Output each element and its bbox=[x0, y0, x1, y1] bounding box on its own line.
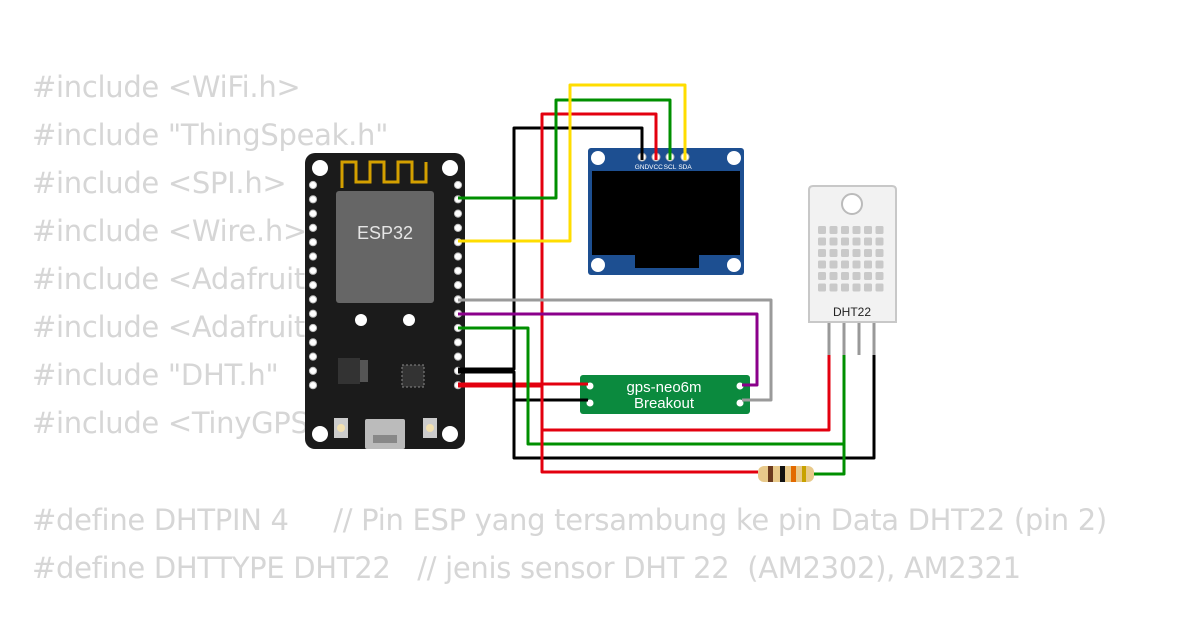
dht22-vent bbox=[875, 260, 884, 269]
dht22-vent bbox=[875, 249, 884, 257]
dht22-vent bbox=[864, 283, 872, 292]
esp32-pin bbox=[308, 195, 318, 204]
esp32-pins-right bbox=[453, 180, 463, 390]
esp32-pin bbox=[308, 266, 318, 275]
wire-oled-scl bbox=[458, 98, 672, 200]
wire-gps-gnd bbox=[458, 370, 588, 402]
esp32-label: ESP32 bbox=[357, 223, 413, 243]
dht22-vent bbox=[875, 237, 884, 246]
code-line-1: #include <WiFi.h> bbox=[32, 70, 301, 104]
esp32-pin bbox=[453, 266, 463, 275]
dht22-vent bbox=[841, 237, 849, 246]
dht22-vent bbox=[829, 237, 838, 246]
esp32-pin bbox=[453, 209, 463, 218]
dht22-vent bbox=[818, 260, 826, 269]
code-line-2: #include "ThingSpeak.h" bbox=[32, 118, 389, 152]
gps-label-line1: gps-neo6m bbox=[626, 379, 701, 396]
esp32-pin bbox=[308, 381, 318, 390]
esp32-pins-left bbox=[308, 180, 318, 390]
esp32-pin bbox=[308, 223, 318, 232]
dht22-vent bbox=[841, 249, 849, 257]
dht22-vent bbox=[841, 272, 849, 280]
gps-label-line2: Breakout bbox=[634, 395, 695, 412]
code-line-5: #include <Adafruit bbox=[32, 262, 305, 296]
dht22-vent bbox=[818, 237, 826, 246]
code-line-6: #include <Adafruit bbox=[32, 310, 305, 344]
dht22-vent bbox=[841, 260, 849, 269]
dht22-vent bbox=[818, 283, 826, 292]
dht22-vent bbox=[829, 272, 838, 280]
esp32-pin bbox=[453, 223, 463, 232]
oled-pin-label: SDA bbox=[678, 164, 692, 171]
dht22-vent bbox=[852, 249, 861, 257]
esp32-pin bbox=[308, 323, 318, 333]
dht22-vent bbox=[852, 272, 861, 280]
dht22-vent bbox=[829, 260, 838, 269]
dht22-vent bbox=[852, 260, 861, 269]
dht22-vent bbox=[818, 272, 826, 280]
esp32-pin bbox=[308, 209, 318, 218]
define-line-1: #define DHTPIN 4 // Pin ESP yang tersamb… bbox=[32, 503, 1107, 537]
wire-dht-vcc bbox=[540, 355, 831, 432]
wire-resistor-data bbox=[814, 444, 846, 476]
define-line-2: #define DHTTYPE DHT22 // jenis sensor DH… bbox=[32, 551, 1021, 585]
code-line-8: #include <TinyGPS bbox=[32, 406, 309, 440]
esp32-pin bbox=[308, 180, 318, 190]
esp32-board[interactable]: ESP32 bbox=[305, 153, 465, 449]
dht22-vent bbox=[852, 226, 861, 234]
dht22-vent-grid bbox=[818, 226, 884, 292]
esp32-pin bbox=[453, 352, 463, 361]
esp32-pin bbox=[453, 252, 463, 261]
esp32-pin bbox=[308, 309, 318, 318]
dht22-sensor[interactable]: DHT22 bbox=[808, 185, 897, 355]
dht22-vent bbox=[841, 226, 849, 234]
dht22-vent bbox=[875, 283, 884, 292]
wire-gps-tx bbox=[458, 312, 759, 387]
gps-breakout[interactable]: gps-neo6m Breakout bbox=[580, 375, 750, 414]
dht22-vent bbox=[852, 283, 861, 292]
wire-oled-sda bbox=[458, 83, 687, 243]
wire-oled-gnd bbox=[458, 126, 644, 371]
esp32-pin bbox=[308, 352, 318, 361]
wires bbox=[458, 83, 876, 476]
code-line-7: #include "DHT.h" bbox=[32, 358, 279, 392]
dht22-vent bbox=[875, 272, 884, 280]
dht22-label: DHT22 bbox=[833, 305, 871, 319]
dht22-vent bbox=[864, 249, 872, 257]
dht22-vent bbox=[864, 237, 872, 246]
wire-dht-gnd bbox=[512, 355, 876, 460]
wire-dht-data bbox=[458, 326, 846, 446]
dht22-vent bbox=[864, 272, 872, 280]
oled-pin-label: GND bbox=[635, 164, 650, 171]
code-line-4: #include <Wire.h> bbox=[32, 214, 307, 248]
resistor[interactable] bbox=[758, 466, 814, 482]
esp32-pin bbox=[308, 281, 318, 290]
esp32-pin bbox=[308, 295, 318, 304]
dht22-vent bbox=[818, 226, 826, 234]
dht22-vent bbox=[818, 249, 826, 257]
esp32-pin bbox=[308, 366, 318, 375]
dht22-vent bbox=[864, 260, 872, 269]
dht22-vent bbox=[829, 226, 838, 234]
dht22-vent bbox=[852, 237, 861, 246]
esp32-pin bbox=[453, 281, 463, 290]
dht22-vent bbox=[829, 249, 838, 257]
esp32-pin bbox=[308, 252, 318, 261]
dht22-vent bbox=[829, 283, 838, 292]
dht22-vent bbox=[864, 226, 872, 234]
code-line-3: #include <SPI.h> bbox=[32, 166, 287, 200]
wire-resistor-vcc bbox=[540, 430, 758, 474]
dht22-vent bbox=[841, 283, 849, 292]
dht22-vent bbox=[875, 226, 884, 234]
oled-pin-label: SCL bbox=[664, 164, 677, 171]
oled-pin-label: VCC bbox=[649, 164, 663, 171]
esp32-pin bbox=[453, 338, 463, 347]
esp32-pin bbox=[308, 238, 318, 247]
wire-gps-rx bbox=[458, 298, 773, 402]
esp32-pin bbox=[453, 180, 463, 190]
esp32-pin bbox=[308, 338, 318, 347]
